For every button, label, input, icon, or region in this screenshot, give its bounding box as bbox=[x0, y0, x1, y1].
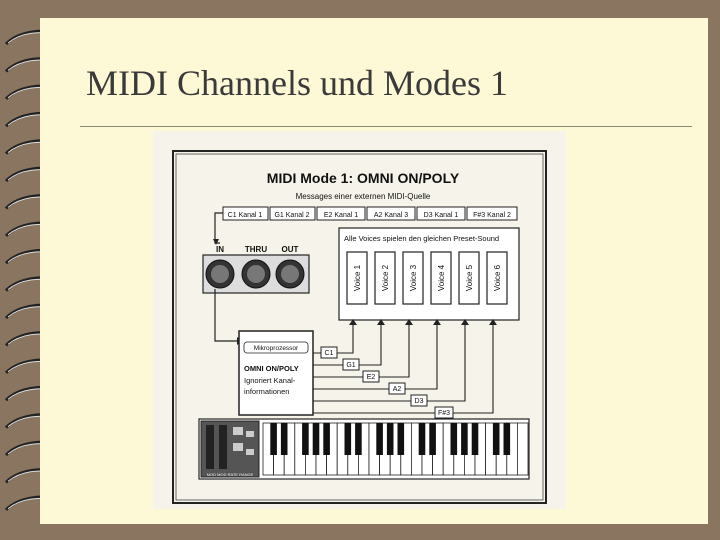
note-tag bbox=[320, 346, 338, 359]
controls-label: MOD MOD RATE RANGE bbox=[207, 472, 254, 477]
message-box bbox=[269, 206, 316, 221]
message-box bbox=[366, 206, 416, 221]
message-label: F#3 Kanal 2 bbox=[473, 212, 511, 219]
black-key bbox=[386, 423, 394, 455]
message-label: A2 Kanal 3 bbox=[374, 212, 408, 219]
message-label: C1 Kanal 1 bbox=[228, 212, 263, 219]
black-key bbox=[503, 423, 511, 455]
white-key bbox=[516, 422, 529, 476]
black-key bbox=[302, 423, 309, 455]
voice-box bbox=[430, 251, 452, 305]
midi-ports: IN THRU OUT bbox=[202, 245, 310, 294]
note-tag bbox=[410, 394, 428, 407]
black-key bbox=[429, 423, 436, 455]
keyboard: MOD MOD RATE RANGE bbox=[198, 418, 530, 480]
slide-title: MIDI Channels und Modes 1 bbox=[86, 63, 508, 103]
note-tag bbox=[388, 382, 406, 395]
note-tag bbox=[342, 358, 360, 371]
note-tag-label: G1 bbox=[346, 362, 355, 369]
processor-text: OMNI ON/POLY bbox=[244, 364, 299, 373]
processor-box: Mikroprozessor OMNI ON/POLY Ignoriert Ka… bbox=[238, 330, 314, 416]
voice-label: Voice 6 bbox=[493, 264, 502, 291]
message-label: E2 Kanal 1 bbox=[324, 212, 358, 219]
black-key bbox=[376, 423, 383, 455]
note-tags: C1 G1 E2 A2 D3 F#3 bbox=[320, 346, 454, 419]
black-key bbox=[492, 423, 500, 455]
processor-label: Mikroprozessor bbox=[254, 345, 299, 352]
processor-text: informationen bbox=[244, 387, 289, 396]
voice-label: Voice 5 bbox=[465, 264, 474, 291]
processor-text: Ignoriert Kanal- bbox=[244, 376, 296, 385]
black-key bbox=[312, 423, 320, 455]
message-label: G1 Kanal 2 bbox=[274, 212, 309, 219]
note-tag-label: A2 bbox=[393, 386, 402, 393]
message-box bbox=[316, 206, 366, 221]
voice-box bbox=[374, 251, 396, 305]
midi-mode-diagram: MIDI Mode 1: OMNI ON/POLY Messages einer… bbox=[153, 131, 566, 509]
note-tag bbox=[362, 370, 380, 383]
voice-box bbox=[486, 251, 508, 305]
voice-label: Voice 1 bbox=[353, 264, 362, 291]
message-strip: C1 Kanal 1 G1 Kanal 2 E2 Kanal 1 A2 Kana… bbox=[213, 206, 518, 245]
voice-box bbox=[458, 251, 480, 305]
black-key bbox=[450, 423, 458, 455]
voice-box bbox=[402, 251, 424, 305]
voice-label: Voice 2 bbox=[381, 264, 390, 291]
routing-lines bbox=[313, 321, 494, 414]
black-key bbox=[461, 423, 468, 455]
message-label: D3 Kanal 1 bbox=[424, 212, 459, 219]
black-key bbox=[270, 423, 277, 455]
port-label-in: IN bbox=[216, 245, 224, 254]
diagram-frame bbox=[172, 150, 547, 504]
black-key bbox=[418, 423, 426, 455]
note-tag-label: E2 bbox=[367, 374, 376, 381]
note-tag-label: C1 bbox=[325, 350, 334, 357]
voice-label: Voice 3 bbox=[409, 264, 418, 291]
title-divider bbox=[80, 126, 692, 127]
port-label-out: OUT bbox=[282, 245, 299, 254]
message-box bbox=[416, 206, 466, 221]
message-box bbox=[222, 206, 269, 221]
voices-caption: Alle Voices spielen den gleichen Preset-… bbox=[344, 234, 499, 243]
black-key bbox=[323, 423, 330, 455]
voice-label: Voice 4 bbox=[437, 264, 446, 291]
black-key bbox=[397, 423, 405, 455]
note-tag-label: D3 bbox=[415, 398, 424, 405]
port-label-thru: THRU bbox=[245, 245, 267, 254]
note-tag bbox=[434, 406, 454, 419]
black-key bbox=[355, 423, 362, 455]
diagram-heading: MIDI Mode 1: OMNI ON/POLY bbox=[267, 170, 460, 186]
black-key bbox=[344, 423, 352, 455]
black-key bbox=[471, 423, 479, 455]
message-box bbox=[466, 206, 518, 221]
black-key bbox=[280, 423, 288, 455]
diagram-subheading: Messages einer externen MIDI-Quelle bbox=[296, 192, 431, 201]
note-tag-label: F#3 bbox=[438, 410, 450, 417]
voice-box bbox=[346, 251, 368, 305]
voices-block: Alle Voices spielen den gleichen Preset-… bbox=[338, 227, 520, 321]
